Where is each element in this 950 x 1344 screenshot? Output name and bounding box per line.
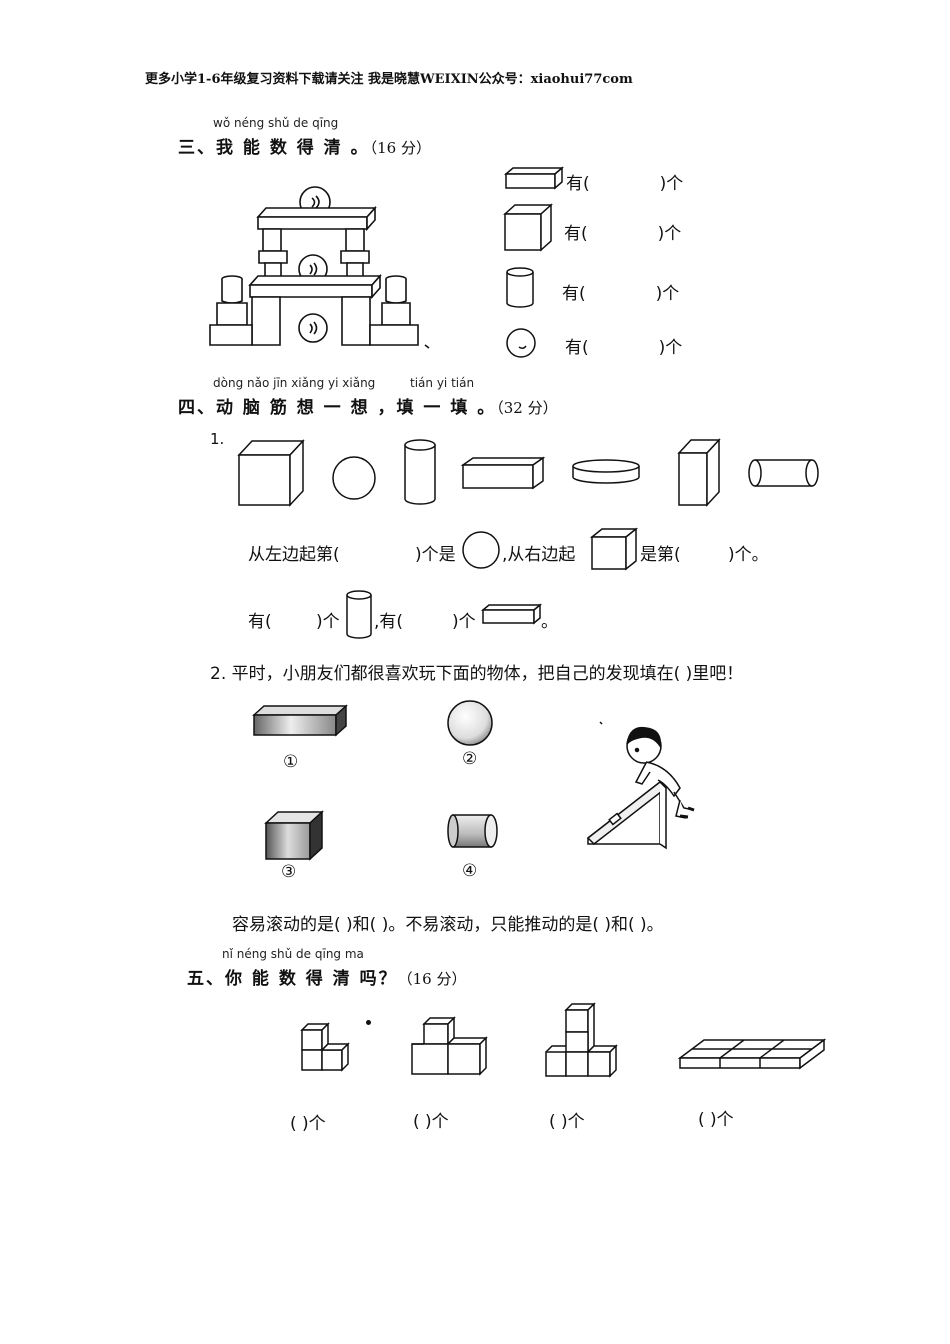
section3-title: 三、我 能 数 得 清 。（16 分） xyxy=(178,133,431,158)
block-tower-illustration xyxy=(200,180,440,360)
blank-group-4[interactable]: ( )个 xyxy=(698,1110,734,1130)
cuboid-count-label: 有( xyxy=(566,174,590,194)
sphere-count: 有( )个 xyxy=(565,333,682,358)
sphere-count-label: 有( xyxy=(565,338,589,358)
section4-title-text: 四、动 脑 筋 想 一 想 ，填 一 填 。 xyxy=(178,398,497,418)
shape-row xyxy=(235,435,825,510)
cuboid-count-suffix: )个 xyxy=(659,174,684,194)
q1-line1-e: )个。 xyxy=(728,545,769,565)
section5-title: 五、你 能 数 得 清 吗？（16 分） xyxy=(187,964,466,989)
label-4: ④ xyxy=(462,861,478,881)
cube-icon xyxy=(503,202,553,252)
section5-pinyin: nǐ néng shǔ de qīng ma xyxy=(222,947,364,961)
section3-title-text: 三、我 能 数 得 清 。 xyxy=(178,138,370,158)
section5-points: （16 分） xyxy=(397,970,467,988)
shape-cube-1 xyxy=(239,441,303,505)
cuboid-icon xyxy=(505,166,563,190)
section3-pinyin: wǒ néng shǔ de qīng xyxy=(213,116,339,130)
section4-pinyin: dòng nǎo jīn xiǎng yi xiǎng xyxy=(213,376,376,390)
section3-points: （16 分） xyxy=(369,139,431,157)
shape-cylinder-lying xyxy=(749,460,818,486)
cube-group-1 xyxy=(298,1020,358,1074)
section4-title: 四、动 脑 筋 想 一 想 ，填 一 填 。（32 分） xyxy=(178,393,558,418)
flat-squares xyxy=(676,1032,828,1072)
shape-cylinder-tall xyxy=(405,440,435,504)
q1-line2-d: )个 xyxy=(452,612,476,632)
q2-answer: 容易滚动的是( )和( )。不易滚动，只能推动的是( )和( )。 xyxy=(232,915,664,935)
q1-line2-b: )个 xyxy=(316,612,340,632)
q1-line1-a: 从左边起第( xyxy=(248,545,340,565)
page-header: 更多小学1-6年级复习资料下载请关注 我是晓慧WEIXIN公众号：xiaohui… xyxy=(145,72,633,87)
q1-line2-a: 有( xyxy=(248,612,272,632)
q1-line1-d: 是第( xyxy=(640,545,681,565)
cube-count: 有( )个 xyxy=(564,219,681,244)
cube-count-suffix: )个 xyxy=(657,224,682,244)
cylinder-inline-icon xyxy=(345,590,373,640)
cube-inline-icon xyxy=(590,527,638,571)
cuboid-count: 有( )个 xyxy=(566,169,683,194)
shape-cuboid-flat xyxy=(463,458,543,488)
sphere-inline-icon xyxy=(461,530,501,570)
sphere-count-suffix: )个 xyxy=(658,338,683,358)
shape-cuboid-tall xyxy=(679,440,719,505)
label-1: ① xyxy=(283,752,299,772)
q1-number: 1. xyxy=(210,430,225,448)
box-shaded xyxy=(264,809,324,861)
q1-line1-b: )个是 xyxy=(415,545,456,565)
blank-group-2[interactable]: ( )个 xyxy=(413,1112,449,1132)
cube-group-3 xyxy=(544,1002,620,1080)
cylinder-count-label: 有( xyxy=(562,284,586,304)
label-2: ② xyxy=(462,749,478,769)
cube-count-label: 有( xyxy=(564,224,588,244)
section4-points: （32 分） xyxy=(496,399,558,417)
brick-shaded xyxy=(252,703,348,737)
cylinder-icon xyxy=(505,267,535,309)
boy-ramp-illustration xyxy=(580,720,710,850)
shape-disc xyxy=(573,460,639,483)
can-shaded xyxy=(447,812,499,850)
cylinder-count-suffix: )个 xyxy=(655,284,680,304)
q1-blank-1[interactable] xyxy=(356,540,416,562)
ball-shaded xyxy=(446,699,494,747)
stray-dot xyxy=(366,1020,371,1025)
cube-group-2 xyxy=(410,1014,492,1078)
sphere-icon xyxy=(505,327,537,359)
blank-group-1[interactable]: ( )个 xyxy=(290,1114,326,1134)
shape-sphere xyxy=(333,457,375,499)
section5-title-text: 五、你 能 数 得 清 吗？ xyxy=(187,969,398,989)
cylinder-count: 有( )个 xyxy=(562,279,679,304)
q1-line2-c: ,有( xyxy=(374,612,404,632)
label-3: ③ xyxy=(281,862,297,882)
section4-pinyin-2: tián yi tián xyxy=(410,376,475,390)
blank-group-3[interactable]: ( )个 xyxy=(549,1112,585,1132)
q1-line1-c: ,从右边起 xyxy=(502,545,576,565)
cuboid-inline-icon xyxy=(482,603,542,625)
q1-line2-e: 。 xyxy=(541,612,558,632)
q2-prompt: 2. 平时，小朋友们都很喜欢玩下面的物体，把自己的发现填在( )里吧！ xyxy=(210,664,744,684)
